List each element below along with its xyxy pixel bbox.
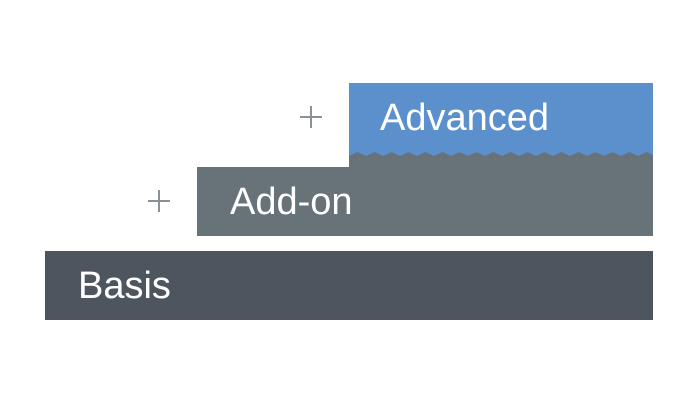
tier-addon: Add-on xyxy=(197,167,653,236)
tier-basis-label: Basis xyxy=(78,264,171,307)
plus-icon xyxy=(300,106,322,128)
tier-basis: Basis xyxy=(45,251,653,320)
plus-icon xyxy=(148,190,170,212)
tier-advanced: Advanced xyxy=(349,83,653,168)
tier-advanced-label: Advanced xyxy=(380,97,550,139)
tier-addon-label: Add-on xyxy=(230,180,353,223)
zigzag-edge xyxy=(349,152,653,168)
